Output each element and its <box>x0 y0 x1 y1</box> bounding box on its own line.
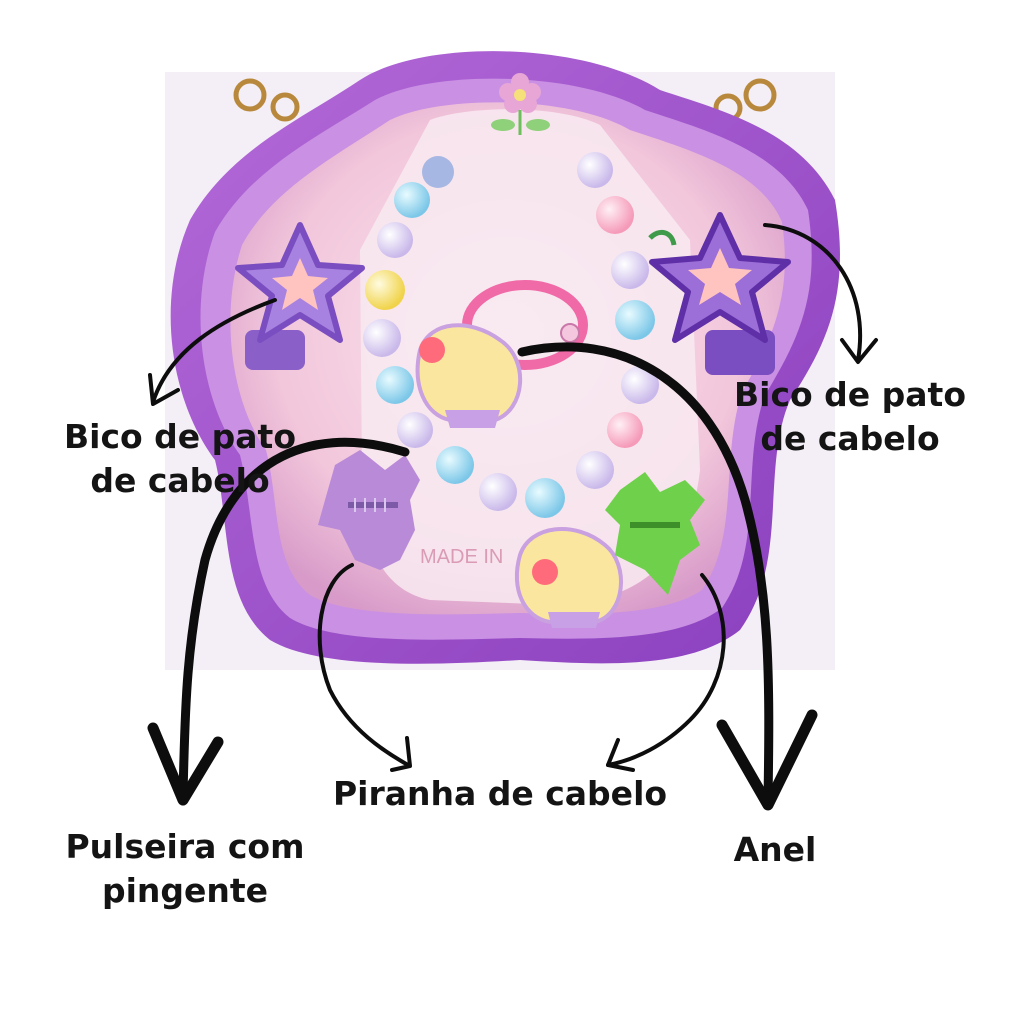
label-right-clip-line1: Bico de pato <box>733 375 966 414</box>
label-right-clip: Bico de pato de cabelo <box>725 373 975 461</box>
arrow-ring <box>517 342 818 811</box>
annotation-arrows <box>147 223 878 811</box>
label-bracelet: Pulseira com pingente <box>50 825 320 913</box>
arrow-bracelet <box>147 437 410 806</box>
bracelet-beads <box>363 152 659 518</box>
label-bracelet-line1: Pulseira com <box>65 827 305 866</box>
claw-clip-green <box>605 472 705 595</box>
arrow-claw-left <box>317 563 412 772</box>
product-photo: MADE IN <box>165 51 840 670</box>
star-clip-left <box>235 222 365 370</box>
label-claw-clip: Piranha de cabelo <box>320 772 680 816</box>
label-left-clip-line2: de cabelo <box>90 461 270 500</box>
label-bracelet-line2: pingente <box>101 871 269 910</box>
label-claw-clip-text: Piranha de cabelo <box>332 774 668 813</box>
made-in-print: MADE IN <box>420 546 503 568</box>
arrow-claw-right <box>606 573 726 772</box>
charm-top <box>415 323 523 428</box>
label-ring: Anel <box>715 828 835 872</box>
label-right-clip-line2: de cabelo <box>760 419 940 458</box>
label-left-clip-line1: Bico de pato <box>63 417 296 456</box>
arrow-right-clip <box>763 223 878 364</box>
flower-print <box>491 73 550 135</box>
charm-bottom <box>514 527 623 628</box>
label-left-clip: Bico de pato de cabelo <box>55 415 305 503</box>
claw-clip-purple <box>318 450 420 570</box>
label-ring-text: Anel <box>733 830 817 869</box>
chain <box>233 78 777 123</box>
star-clip-right <box>648 212 791 375</box>
arrow-left-clip <box>148 298 277 406</box>
